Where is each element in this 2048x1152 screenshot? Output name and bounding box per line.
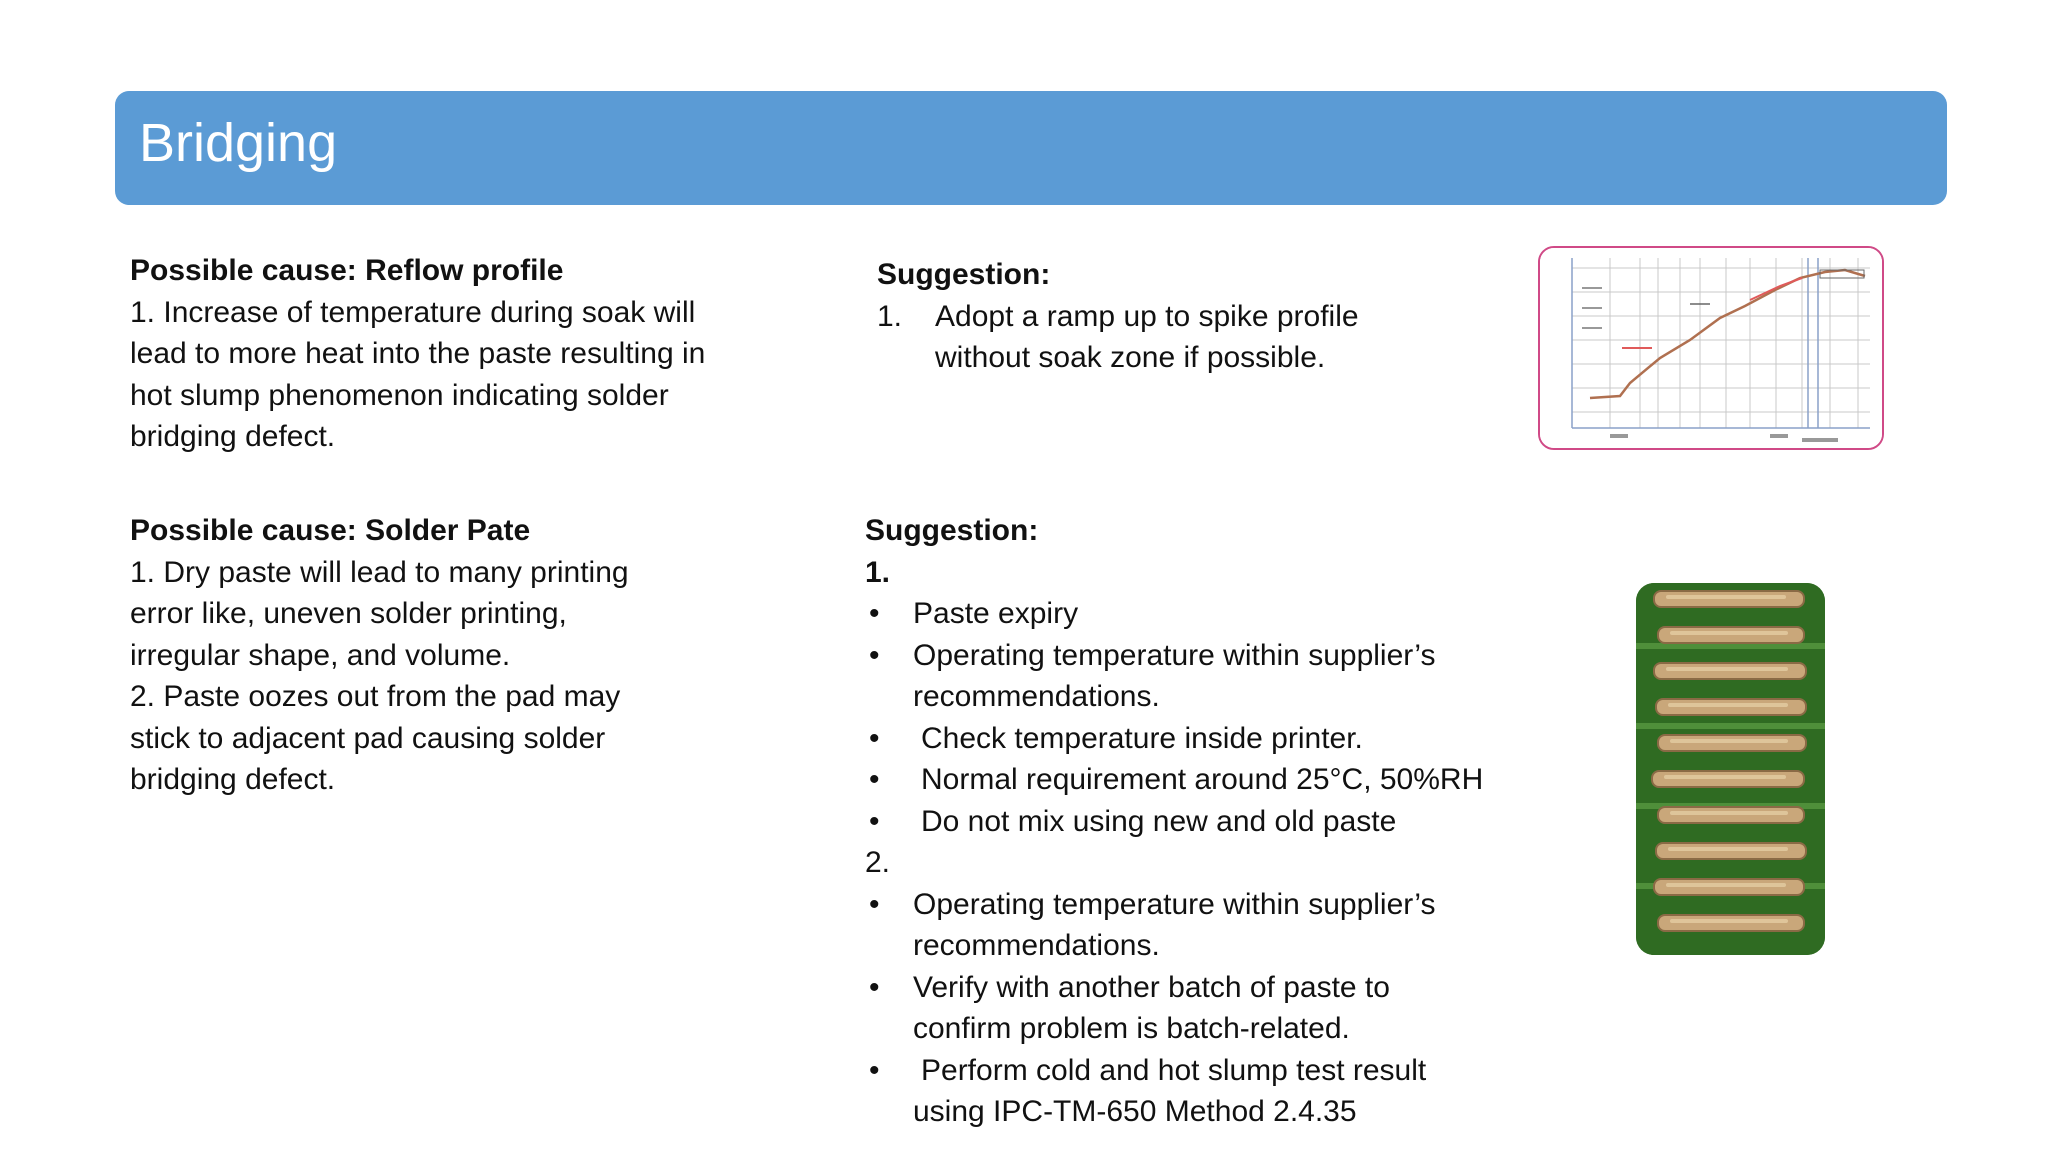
cause-paste-heading: Possible cause: Solder Pate [130,514,531,547]
bullet-item: using IPC-TM-650 Method 2.4.35 [865,1091,1565,1133]
bullet-text: recommendations. [913,680,1160,713]
bullet-item: • Perform cold and hot slump test result [865,1050,1565,1092]
suggestion-paste-block: Suggestion: 1. • Paste expiry • Operatin… [865,510,1565,1133]
bullet-text: using IPC-TM-650 Method 2.4.35 [913,1095,1357,1128]
bullet-icon: • [869,804,880,838]
bullet-item: • Operating temperature within supplier’… [865,635,1565,718]
bullet-item: • Operating temperature within supplier’… [865,884,1565,967]
suggestion-reflow-item: 1. Adopt a ramp up to spike profile with… [877,296,1437,379]
cause-paste-line: 2. Paste oozes out from the pad may [130,680,621,713]
cause-paste-line: error like, uneven solder printing, [130,597,567,630]
cause-reflow-line: hot slump phenomenon indicating solder [130,378,669,412]
bullet-icon: • [869,1053,880,1087]
suggestion-reflow-line: Adopt a ramp up to spike profile [935,299,1359,333]
bullet-icon: • [869,887,880,921]
cause-reflow-heading: Possible cause: Reflow profile [130,254,564,287]
bullet-text: confirm problem is batch-related. [913,1012,1350,1045]
suggestion-reflow-line: without soak zone if possible. [935,341,1326,374]
section-number: 2. [865,846,891,879]
bullet-text: Perform cold and hot slump test result [921,1053,1427,1087]
reflow-chart-graphic [1540,248,1882,448]
bullet-text: Operating temperature within supplier’s [913,887,1436,921]
cause-paste-line: irregular shape, and volume. [130,638,511,672]
suggestion-reflow-block: Suggestion: 1. Adopt a ramp up to spike … [877,254,1437,379]
pcb-photo-graphic [1636,583,1825,955]
suggestion-reflow-heading: Suggestion: [877,258,1051,291]
bullet-item: • Normal requirement around 25°C, 50%RH [865,759,1565,801]
title-bar: Bridging [115,91,1947,205]
bullet-icon: • [869,638,880,672]
cause-reflow-block: Possible cause: Reflow profile 1. Increa… [130,250,810,458]
cause-reflow-line: 1. Increase of temperature during soak w… [130,295,696,329]
bullet-text: Do not mix using new and old paste [921,804,1397,838]
bullet-item: • Check temperature inside printer. [865,718,1565,760]
bullet-item: • Verify with another batch of paste to … [865,967,1565,1050]
reflow-profile-chart-image [1538,246,1884,450]
cause-paste-line: stick to adjacent pad causing solder [130,721,606,755]
solder-bridging-pcb-photo [1636,583,1825,955]
slide-title: Bridging [139,113,338,173]
item-number: 1. [877,299,903,333]
bullet-icon: • [869,721,880,755]
bullet-text: Normal requirement around 25°C, 50%RH [921,763,1484,796]
bullet-item: • Paste expiry [865,593,1565,635]
cause-paste-block: Possible cause: Solder Pate 1. Dry paste… [130,510,810,801]
cause-reflow-line: lead to more heat into the paste resulti… [130,337,706,370]
bullet-text: Verify with another batch of paste to [913,970,1390,1004]
cause-paste-line: 1. Dry paste will lead to many printing [130,555,629,589]
bullet-text: Paste expiry [913,597,1079,630]
bullet-icon: • [869,763,880,796]
bullet-text: Operating temperature within supplier’s [913,638,1436,672]
bullet-icon: • [869,970,880,1004]
bullet-text: Check temperature inside printer. [921,721,1363,755]
section-number: 1. [865,555,891,589]
bullet-text: recommendations. [913,929,1160,962]
bullet-icon: • [869,597,880,630]
suggestion-paste-heading: Suggestion: [865,514,1039,547]
bullet-item: • Do not mix using new and old paste [865,801,1565,843]
cause-paste-line: bridging defect. [130,763,336,796]
cause-reflow-line: bridging defect. [130,420,336,453]
